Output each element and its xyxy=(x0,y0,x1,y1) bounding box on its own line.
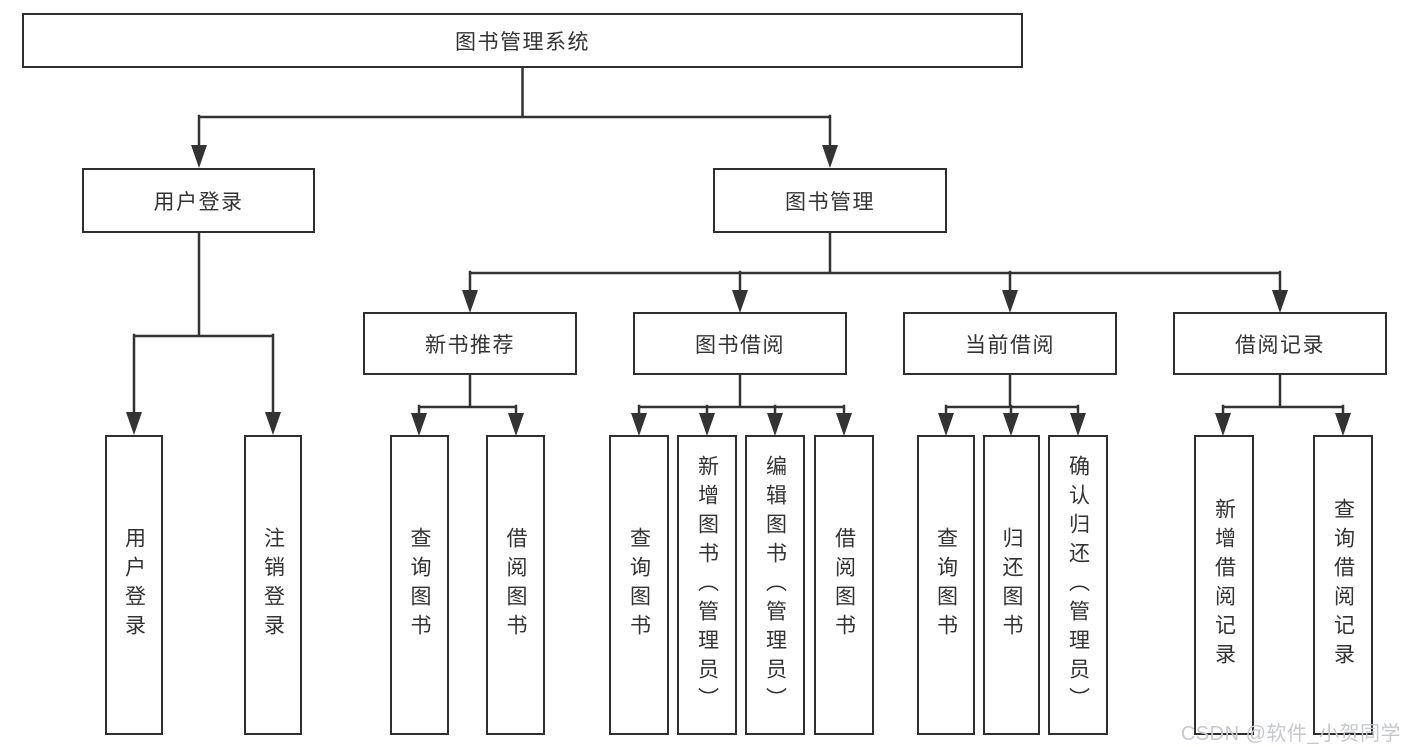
arrow-down-icon xyxy=(836,413,852,436)
node-label: 注销登录 xyxy=(261,527,285,643)
arrow-down-icon xyxy=(1215,413,1231,436)
node-label: 借阅图书 xyxy=(504,527,527,643)
leaf-confirm-return-admin: 确认归还（管理员） xyxy=(1048,435,1108,735)
leaf-edit-book-admin: 编辑图书（管理员） xyxy=(745,435,805,735)
node-label: 查询借阅记录 xyxy=(1331,498,1355,672)
leaf-add-borrow-record: 新增借阅记录 xyxy=(1194,435,1254,735)
node-label: 编辑图书（管理员） xyxy=(763,454,787,716)
leaf-query-book-3: 查询图书 xyxy=(917,435,975,735)
node-label: 新增借阅记录 xyxy=(1212,498,1236,672)
arrow-down-icon xyxy=(1003,413,1019,436)
arrowheads xyxy=(126,145,1351,436)
node-user-login: 用户登录 xyxy=(82,168,315,233)
connector-record-to-leaves xyxy=(1221,373,1345,419)
leaf-logout: 注销登录 xyxy=(244,435,302,735)
node-label: 用户登录 xyxy=(122,527,146,643)
node-label: 图书管理系统 xyxy=(455,30,590,54)
arrow-down-icon xyxy=(411,413,427,436)
leaf-return-book: 归还图书 xyxy=(983,435,1040,735)
node-label: 借阅记录 xyxy=(1235,333,1325,357)
arrow-down-icon xyxy=(1070,413,1086,436)
arrow-down-icon xyxy=(462,290,478,313)
leaf-add-book-admin: 新增图书（管理员） xyxy=(677,435,737,735)
leaf-user-login: 用户登录 xyxy=(105,435,163,735)
node-label: 查询图书 xyxy=(408,527,431,643)
node-label: 图书管理 xyxy=(785,190,875,214)
csdn-watermark: CSDN @软件_小贺同学 xyxy=(1180,723,1401,745)
arrow-down-icon xyxy=(822,145,838,168)
arrow-down-icon xyxy=(1272,290,1288,313)
arrow-down-icon xyxy=(265,412,281,435)
node-borrow-record: 借阅记录 xyxy=(1173,312,1387,375)
node-label: 查询图书 xyxy=(934,527,958,643)
node-current-borrow: 当前借阅 xyxy=(903,312,1117,375)
node-label: 借阅图书 xyxy=(832,527,856,643)
arrow-down-icon xyxy=(631,413,647,436)
arrow-down-icon xyxy=(732,290,748,313)
node-root-system: 图书管理系统 xyxy=(22,13,1023,68)
leaf-borrow-book-1: 借阅图书 xyxy=(486,435,545,735)
arrow-down-icon xyxy=(191,145,207,168)
leaf-borrow-book-2: 借阅图书 xyxy=(814,435,874,735)
arrow-down-icon xyxy=(126,412,142,435)
node-book-management: 图书管理 xyxy=(713,168,947,233)
arrow-down-icon xyxy=(767,413,783,436)
arrow-down-icon xyxy=(1002,290,1018,313)
node-label: 确认归还（管理员） xyxy=(1066,454,1090,716)
node-new-book-recommend: 新书推荐 xyxy=(363,312,577,375)
node-label: 图书借阅 xyxy=(695,333,785,357)
node-book-borrow: 图书借阅 xyxy=(633,312,847,375)
leaf-query-book-2: 查询图书 xyxy=(609,435,669,735)
node-label: 新增图书（管理员） xyxy=(695,454,719,716)
arrow-down-icon xyxy=(508,413,524,436)
connector-current-to-leaves xyxy=(944,373,1080,419)
node-label: 新书推荐 xyxy=(425,333,515,357)
node-label: 归还图书 xyxy=(1000,527,1023,643)
connector-login-to-leaves xyxy=(132,231,275,418)
arrow-down-icon xyxy=(1335,413,1351,436)
connector-newbook-to-leaves xyxy=(417,373,518,419)
connector-borrow-to-leaves xyxy=(637,373,846,419)
connector-management-to-modules xyxy=(468,231,1282,296)
node-label: 用户登录 xyxy=(153,190,244,214)
arrow-down-icon xyxy=(938,413,954,436)
node-label: 当前借阅 xyxy=(965,333,1055,357)
leaf-query-borrow-record: 查询借阅记录 xyxy=(1313,435,1373,735)
connector-root-to-level2 xyxy=(197,66,832,152)
leaf-query-book-1: 查询图书 xyxy=(390,435,449,735)
arrow-down-icon xyxy=(699,413,715,436)
node-label: 查询图书 xyxy=(627,527,651,643)
